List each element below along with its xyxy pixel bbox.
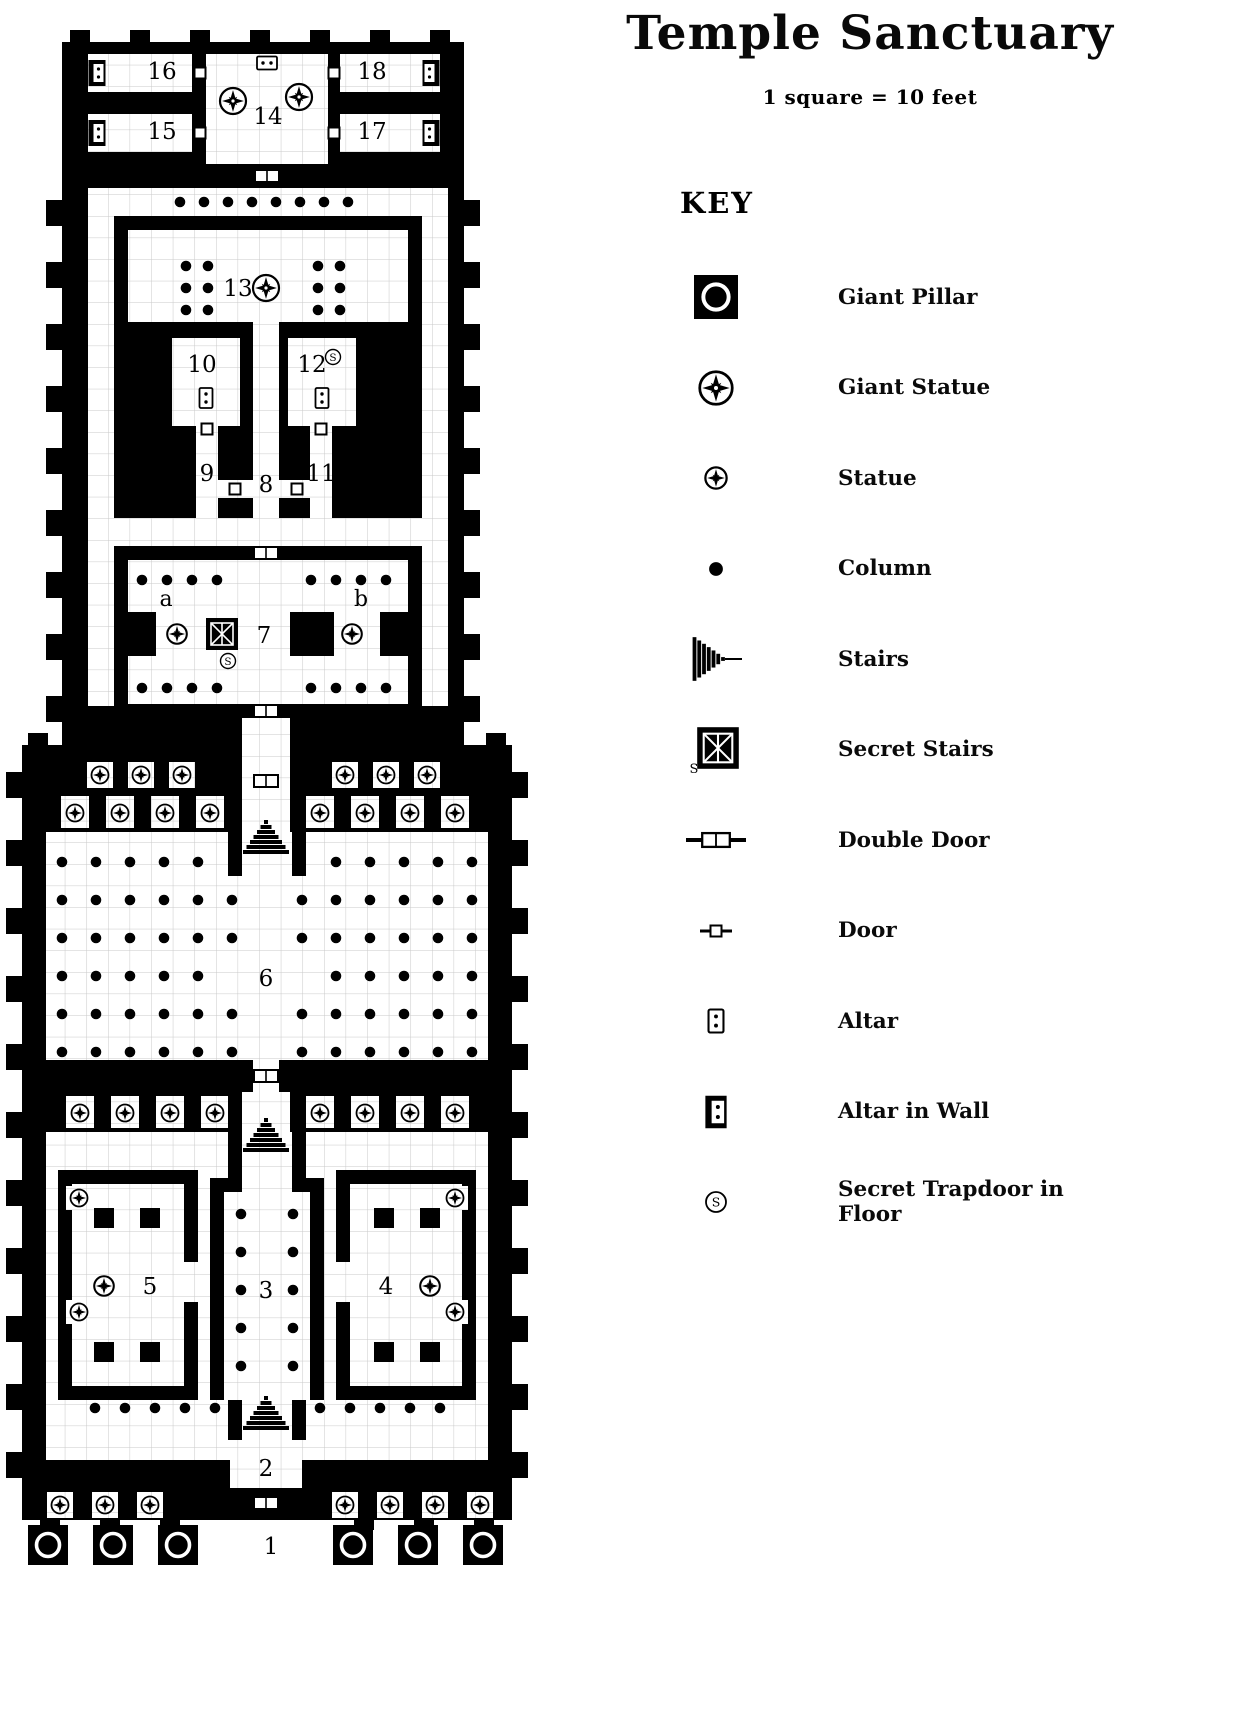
legend-item-column: Column: [660, 524, 1088, 615]
legend-item-door: Door: [660, 886, 1088, 977]
room-label-12: 12: [297, 352, 326, 378]
room-labels: 16 15 14 18 17 13 10 12 9 8 11 a b 7 6 3…: [143, 59, 394, 1560]
legend-label-altar: Altar: [838, 1008, 899, 1034]
room-label-1: 1: [264, 1534, 279, 1560]
altar-icon: [660, 999, 772, 1043]
legend-label-giant-statue: Giant Statue: [838, 375, 991, 401]
legend-item-giant-statue: Giant Statue: [660, 343, 1088, 434]
double-door-6: [253, 1069, 279, 1083]
legend-item-altar: Altar: [660, 976, 1088, 1067]
svg-text:S: S: [712, 1195, 721, 1210]
legend-item-secret-stairs: S Secret Stairs: [660, 705, 1088, 796]
legend-item-secret-trapdoor: S Secret Trapdoor in Floor: [660, 1157, 1088, 1248]
altar-room12: [314, 387, 330, 409]
room-label-16: 16: [147, 59, 176, 85]
legend-label-statue: Statue: [838, 465, 917, 491]
svg-text:S: S: [690, 762, 699, 777]
legend-label-door: Door: [838, 918, 897, 944]
room-label-2: 2: [259, 1456, 274, 1482]
room-label-3: 3: [259, 1278, 274, 1304]
legend-label-double-door: Double Door: [838, 827, 990, 853]
statue-icon: [660, 454, 772, 502]
room-label-9: 9: [200, 461, 215, 487]
room-label-11: 11: [306, 461, 335, 487]
legend-item-stairs: Stairs: [660, 614, 1088, 705]
room-label-13: 13: [223, 276, 252, 302]
door-icon: [660, 918, 772, 944]
room-label-b: b: [354, 587, 368, 612]
altar-room10: [198, 387, 214, 409]
legend-item-giant-pillar: Giant Pillar: [660, 252, 1088, 343]
secret-trapdoor-icon: S: [660, 1182, 772, 1222]
inner-floors: [66, 1178, 468, 1436]
legend-label-giant-pillar: Giant Pillar: [838, 284, 978, 310]
double-door-14: [254, 169, 280, 183]
room-label-7: 7: [257, 623, 272, 649]
legend-item-double-door: Double Door: [660, 795, 1088, 886]
altar-in-wall-icon: [660, 1089, 772, 1135]
statue-b: [342, 624, 362, 644]
room-piers: [94, 1208, 440, 1362]
column-icon: [660, 545, 772, 593]
stairs-icon: [660, 633, 772, 685]
statue-a: [167, 624, 187, 644]
svg-text:S: S: [329, 352, 336, 364]
giant-statue-icon: [660, 364, 772, 412]
legend-label-secret-stairs: Secret Stairs: [838, 737, 994, 763]
legend-label-altar-in-wall: Altar in Wall: [838, 1099, 990, 1125]
legend-item-altar-in-wall: Altar in Wall: [660, 1067, 1088, 1158]
temple-map-svg: S S: [6, 30, 528, 1567]
room-label-6: 6: [259, 966, 274, 992]
giant-pillar-icon: [660, 273, 772, 322]
secret-stairs-icon: S: [660, 723, 772, 777]
secret-stairs-symbol: [205, 617, 239, 651]
legend-label-secret-trapdoor: Secret Trapdoor in Floor: [838, 1176, 1064, 1228]
page-title: Temple Sanctuary: [626, 6, 1114, 61]
double-door-8: [253, 546, 279, 560]
legend-item-statue: Statue: [660, 433, 1088, 524]
room-label-14: 14: [253, 104, 282, 130]
secret-trapdoor-room7: S: [219, 652, 237, 670]
double-door-vestibule: [253, 774, 279, 788]
scale-note: 1 square = 10 feet: [762, 85, 978, 109]
double-door-entrance: [253, 1496, 279, 1510]
secret-trapdoor-room12: S: [324, 348, 342, 366]
room-label-5: 5: [143, 1274, 158, 1300]
legend-label-column: Column: [838, 556, 932, 582]
room-label-8: 8: [259, 472, 274, 498]
giant-statue-room13: [253, 275, 279, 301]
side-panel: Temple Sanctuary 1 square = 10 feet KEY …: [540, 0, 1200, 1736]
altar-room14: [256, 55, 278, 71]
room-label-10: 10: [187, 352, 216, 378]
room-label-15: 15: [147, 119, 176, 145]
double-door-icon: [660, 826, 772, 854]
key-heading: KEY: [680, 186, 755, 220]
double-door-7: [253, 704, 279, 718]
legend-label-stairs: Stairs: [838, 646, 909, 672]
svg-text:S: S: [224, 656, 231, 668]
room-label-17: 17: [357, 119, 386, 145]
temple-map: S S: [0, 0, 540, 1736]
room-label-4: 4: [379, 1274, 394, 1300]
room-label-a: a: [159, 587, 172, 612]
legend: Giant Pillar Giant Statue Statue Column: [660, 252, 1088, 1248]
room-label-18: 18: [357, 59, 386, 85]
